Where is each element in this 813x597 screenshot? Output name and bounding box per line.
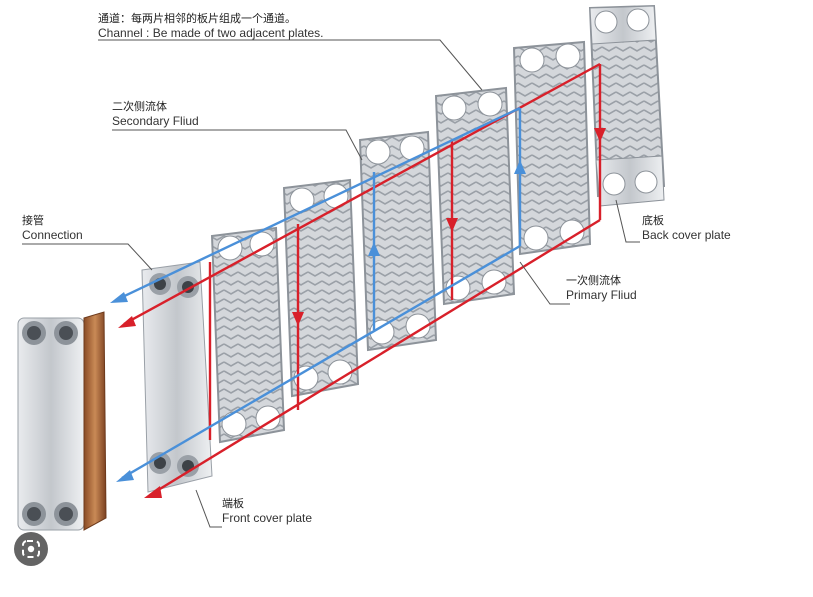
front-cover-plate [141, 261, 213, 493]
plate [358, 130, 438, 352]
connection-label-zh: 接管 [22, 214, 44, 227]
channel-label: 通道：每两片相邻的板片组成一个通道。 Channel : Be made of … [98, 12, 323, 40]
connection-port [149, 452, 171, 474]
primary-fluid-label-en: Primary Fliud [566, 288, 637, 302]
plate [282, 178, 360, 398]
connection-label: 接管 Connection [22, 214, 83, 242]
secondary-flow-arrow [110, 160, 526, 482]
connection-label-en: Connection [22, 228, 83, 242]
back-cover-plate [588, 4, 666, 207]
front-cover-plate-label: 端板 Front cover plate [222, 497, 312, 525]
plate [512, 40, 592, 256]
front-cover-plate-label-zh: 端板 [222, 497, 244, 510]
secondary-fluid-label-zh: 二次侧流体 [112, 100, 167, 113]
primary-flow-arrow [118, 128, 606, 498]
channel-label-en: Channel : Be made of two adjacent plates… [98, 26, 324, 40]
primary-fluid-label: 一次侧流体 Primary Fliud [566, 274, 637, 302]
connection-port [177, 276, 199, 298]
secondary-fluid-label: 二次侧流体 Secondary Fliud [112, 100, 199, 128]
back-cover-plate-label-zh: 底板 [642, 214, 664, 227]
assembled-port [54, 321, 78, 345]
assembled-exchanger [17, 311, 107, 531]
primary-fluid-label-zh: 一次侧流体 [566, 274, 621, 287]
lens-search-icon[interactable] [14, 532, 48, 566]
assembled-port [22, 321, 46, 345]
secondary-fluid-label-en: Secondary Fliud [112, 114, 199, 128]
back-cover-plate-label-en: Back cover plate [642, 228, 731, 242]
secondary-flow-lines [115, 106, 522, 480]
plate [210, 226, 286, 444]
channel-label-zh: 通道：每两片相邻的板片组成一个通道。 [98, 12, 296, 25]
leader-lines [22, 39, 640, 528]
assembled-port [54, 502, 78, 526]
front-cover-plate-label-en: Front cover plate [222, 511, 313, 525]
assembled-port [22, 502, 46, 526]
back-cover-plate-label: 底板 Back cover plate [642, 214, 731, 242]
